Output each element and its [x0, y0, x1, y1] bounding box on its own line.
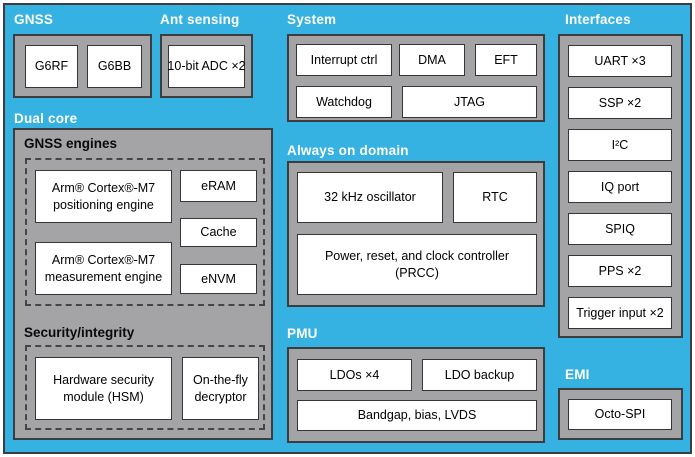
- block-iq-port: IQ port: [568, 171, 672, 203]
- section-label-system: System: [287, 12, 337, 27]
- block-uart: UART ×3: [568, 45, 672, 77]
- block-bandgap-bias-lvds: Bandgap, bias, LVDS: [297, 400, 537, 431]
- block-trigger-input: Trigger input ×2: [568, 297, 672, 329]
- subsection-label-security-integrity: Security/integrity: [24, 325, 135, 340]
- block-eram: eRAM: [180, 170, 257, 202]
- section-label-ant-sensing: Ant sensing: [160, 12, 240, 27]
- section-label-dual-core: Dual core: [14, 111, 78, 126]
- panel-emi: Octo-SPI: [558, 388, 683, 440]
- subsection-label-gnss-engines: GNSS engines: [24, 136, 118, 151]
- block-ldo-backup: LDO backup: [422, 359, 537, 391]
- block-interrupt-ctrl: Interrupt ctrl: [296, 44, 392, 76]
- block-eft: EFT: [475, 44, 537, 76]
- soc-block-diagram: GNSS G6RF G6BB Ant sensing 10-bit ADC ×2…: [3, 3, 692, 454]
- block-hsm: Hardware security module (HSM): [35, 357, 172, 420]
- block-dma: DMA: [399, 44, 465, 76]
- block-octo-spi: Octo-SPI: [568, 399, 672, 430]
- section-label-interfaces: Interfaces: [565, 12, 631, 27]
- block-32khz-oscillator: 32 kHz oscillator: [297, 172, 443, 223]
- block-envm: eNVM: [180, 264, 257, 294]
- group-security-integrity: Hardware security module (HSM) On-the-fl…: [25, 345, 265, 430]
- block-rtc: RTC: [453, 172, 537, 223]
- block-ldos: LDOs ×4: [297, 359, 412, 391]
- section-label-always-on-domain: Always on domain: [287, 143, 409, 158]
- block-cortex-m7-measurement: Arm® Cortex®-M7 measurement engine: [35, 242, 172, 295]
- block-cortex-m7-positioning: Arm® Cortex®-M7 positioning engine: [35, 170, 172, 223]
- block-watchdog: Watchdog: [296, 86, 392, 118]
- block-prcc: Power, reset, and clock controller (PRCC…: [297, 234, 537, 295]
- panel-dual-core: GNSS engines Arm® Cortex®-M7 positioning…: [13, 128, 273, 440]
- block-i2c: I²C: [568, 129, 672, 161]
- block-spiq: SPIQ: [568, 213, 672, 245]
- group-gnss-engines: Arm® Cortex®-M7 positioning engine eRAM …: [25, 158, 265, 306]
- block-jtag: JTAG: [402, 86, 537, 118]
- section-label-pmu: PMU: [287, 326, 318, 341]
- block-pps: PPS ×2: [568, 255, 672, 287]
- panel-ant-sensing: 10-bit ADC ×2: [160, 34, 253, 98]
- block-g6bb: G6BB: [87, 45, 142, 88]
- panel-pmu: LDOs ×4 LDO backup Bandgap, bias, LVDS: [287, 347, 545, 443]
- block-g6rf: G6RF: [25, 45, 78, 88]
- panel-always-on-domain: 32 kHz oscillator RTC Power, reset, and …: [287, 161, 545, 307]
- block-ssp: SSP ×2: [568, 87, 672, 119]
- block-otf-decryptor: On-the-fly decryptor: [182, 357, 259, 420]
- panel-gnss: G6RF G6BB: [13, 34, 152, 98]
- section-label-emi: EMI: [565, 367, 590, 382]
- section-label-gnss: GNSS: [14, 12, 54, 27]
- block-cache: Cache: [180, 218, 257, 247]
- panel-interfaces: UART ×3 SSP ×2 I²C IQ port SPIQ PPS ×2 T…: [558, 34, 683, 338]
- block-adc: 10-bit ADC ×2: [167, 45, 246, 88]
- panel-system: Interrupt ctrl DMA EFT Watchdog JTAG: [287, 34, 545, 122]
